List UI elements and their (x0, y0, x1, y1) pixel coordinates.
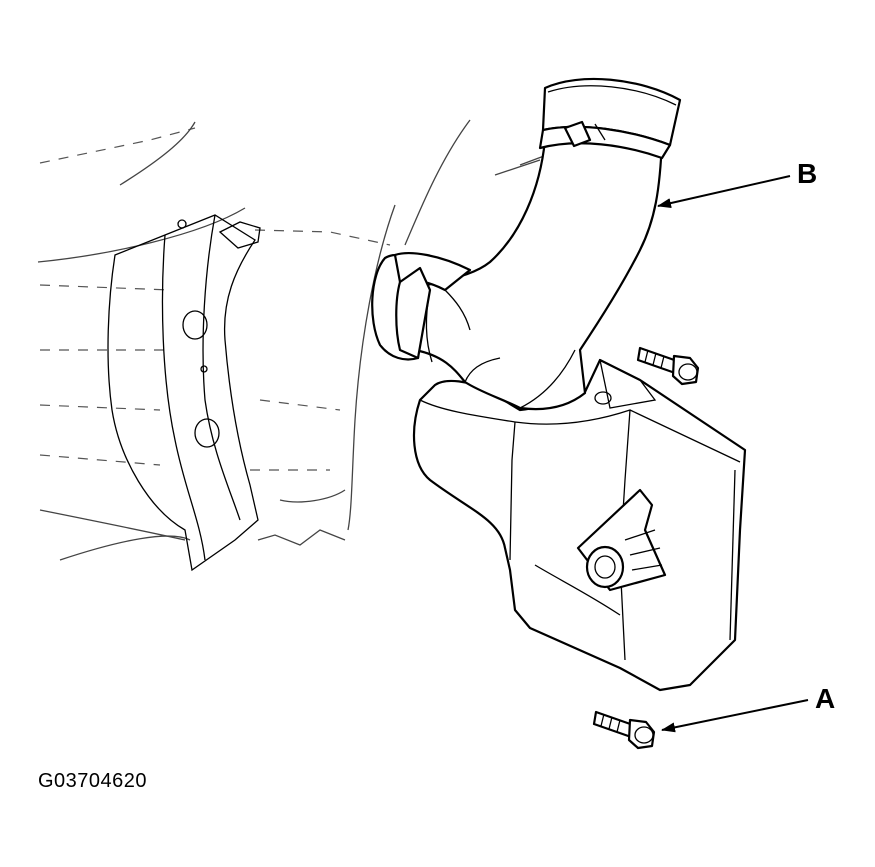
callout-a: A (661, 683, 835, 733)
mounting-tab (576, 488, 667, 592)
callout-a-leader (661, 699, 809, 733)
intake-duct (408, 138, 664, 411)
callout-b-label: B (797, 158, 817, 189)
callout-b: B (657, 158, 817, 208)
body-bracket (107, 214, 261, 572)
duct-top-collar (538, 77, 682, 160)
mounting-bolt-upper (636, 346, 700, 386)
figure-id: G03704620 (38, 770, 148, 792)
callout-b-leader (657, 175, 791, 208)
resonator-chamber (412, 358, 747, 692)
callout-a-label: A (815, 683, 835, 714)
duct-side-collar (371, 252, 472, 363)
mounting-bolt-a (592, 710, 656, 750)
